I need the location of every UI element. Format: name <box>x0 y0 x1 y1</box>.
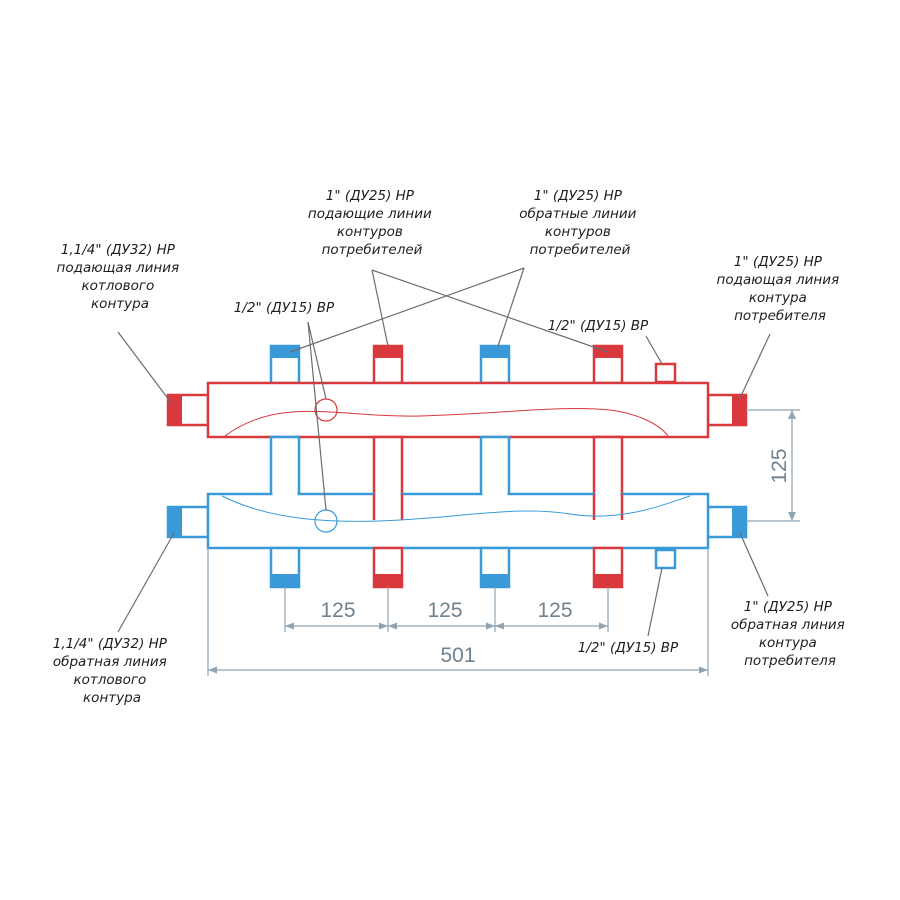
riser-3-joint <box>482 492 508 496</box>
riser-4-supply <box>592 435 624 496</box>
label-consumer-supply-lines: 1" (ДУ25) НР подающие линии контуров пот… <box>308 188 436 258</box>
label-vent-top-right: 1/2" (ДУ15) ВР <box>548 318 649 334</box>
dim-h-3-arrow-l <box>495 622 504 630</box>
leader-lines <box>117 267 771 637</box>
label-boiler-return: 1,1/4" (ДУ32) НР обратная линия котловог… <box>53 636 171 706</box>
vent-port-top <box>654 362 677 384</box>
dim-h-1-arrow-l <box>285 622 294 630</box>
riser-2-supply <box>372 435 404 496</box>
riser-4-joint <box>595 492 621 496</box>
bottom-outlet-2-thread <box>374 574 402 587</box>
leader-boiler-return <box>117 532 175 633</box>
label-consumer-return: 1" (ДУ25) НР обратная линия контура потр… <box>731 599 849 669</box>
dim-h-2-arrow-l <box>388 622 397 630</box>
bottom-outlet-1-thread <box>271 574 299 587</box>
label-vent-top-left: 1/2" (ДУ15) ВР <box>234 300 335 316</box>
leader-vent-bottom <box>647 567 663 637</box>
leader-consumer-supply <box>739 333 771 399</box>
return-manifold <box>166 492 748 589</box>
return-flow-line <box>221 495 691 522</box>
dimensions: 125 125 125 125 501 <box>207 409 800 676</box>
leader-consumer-supply-a <box>371 269 389 347</box>
label-vent-bottom-right: 1/2" (ДУ15) ВР <box>578 640 679 656</box>
dim-overall-arrow-l <box>208 666 217 674</box>
dim-pipe-spacing: 125 <box>768 448 791 483</box>
label-consumer-return-lines: 1" (ДУ25) НР обратные линии контуров пот… <box>519 188 640 258</box>
leader-vent-top-a <box>307 321 327 400</box>
annotations: 1,1/4" (ДУ32) НР подающая линия котловог… <box>53 188 849 706</box>
bottom-outlet-4-thread <box>594 574 622 587</box>
boiler-return-thread <box>168 507 182 537</box>
label-boiler-supply: 1,1/4" (ДУ32) НР подающая линия котловог… <box>57 242 184 312</box>
consumer-supply-thread <box>732 395 746 425</box>
dim-v-arrow-bottom <box>788 512 796 521</box>
dim-overall-arrow-r <box>699 666 708 674</box>
consumer-return-thread <box>732 507 746 537</box>
dim-h-3-arrow-r <box>599 622 608 630</box>
bottom-outlet-3-thread <box>481 574 509 587</box>
top-outlet-3-thread <box>481 346 509 358</box>
leader-vent-top-b <box>307 321 327 511</box>
top-outlet-1-thread <box>271 346 299 358</box>
supply-flow-line <box>224 408 669 437</box>
leader-consumer-return <box>739 532 769 597</box>
leader-boiler-supply <box>117 331 173 405</box>
leader-vent-top-right <box>645 335 663 365</box>
return-header <box>206 492 710 550</box>
leader-consumer-supply-b <box>371 269 609 353</box>
label-consumer-supply: 1" (ДУ25) НР подающая линия контура потр… <box>717 254 844 324</box>
dim-outlet-1: 125 <box>320 599 355 622</box>
dim-outlet-3: 125 <box>537 599 572 622</box>
leader-consumer-return-b <box>497 267 525 347</box>
dim-h-2-arrow-r <box>486 622 495 630</box>
boiler-supply-thread <box>168 395 182 425</box>
riser-3-return <box>479 435 511 496</box>
dim-outlet-2: 125 <box>427 599 462 622</box>
riser-1-return <box>269 435 301 496</box>
dim-overall-length: 501 <box>440 644 475 667</box>
riser-1-joint <box>272 492 298 496</box>
vent-port-bottom <box>654 548 677 570</box>
connecting-pipes <box>269 435 624 496</box>
top-outlet-2-thread <box>374 346 402 358</box>
dim-h-1-arrow-r <box>379 622 388 630</box>
riser-2-joint <box>375 492 401 496</box>
dim-v-arrow-top <box>788 410 796 419</box>
supply-header <box>206 381 710 439</box>
leader-consumer-return-a <box>289 267 525 353</box>
